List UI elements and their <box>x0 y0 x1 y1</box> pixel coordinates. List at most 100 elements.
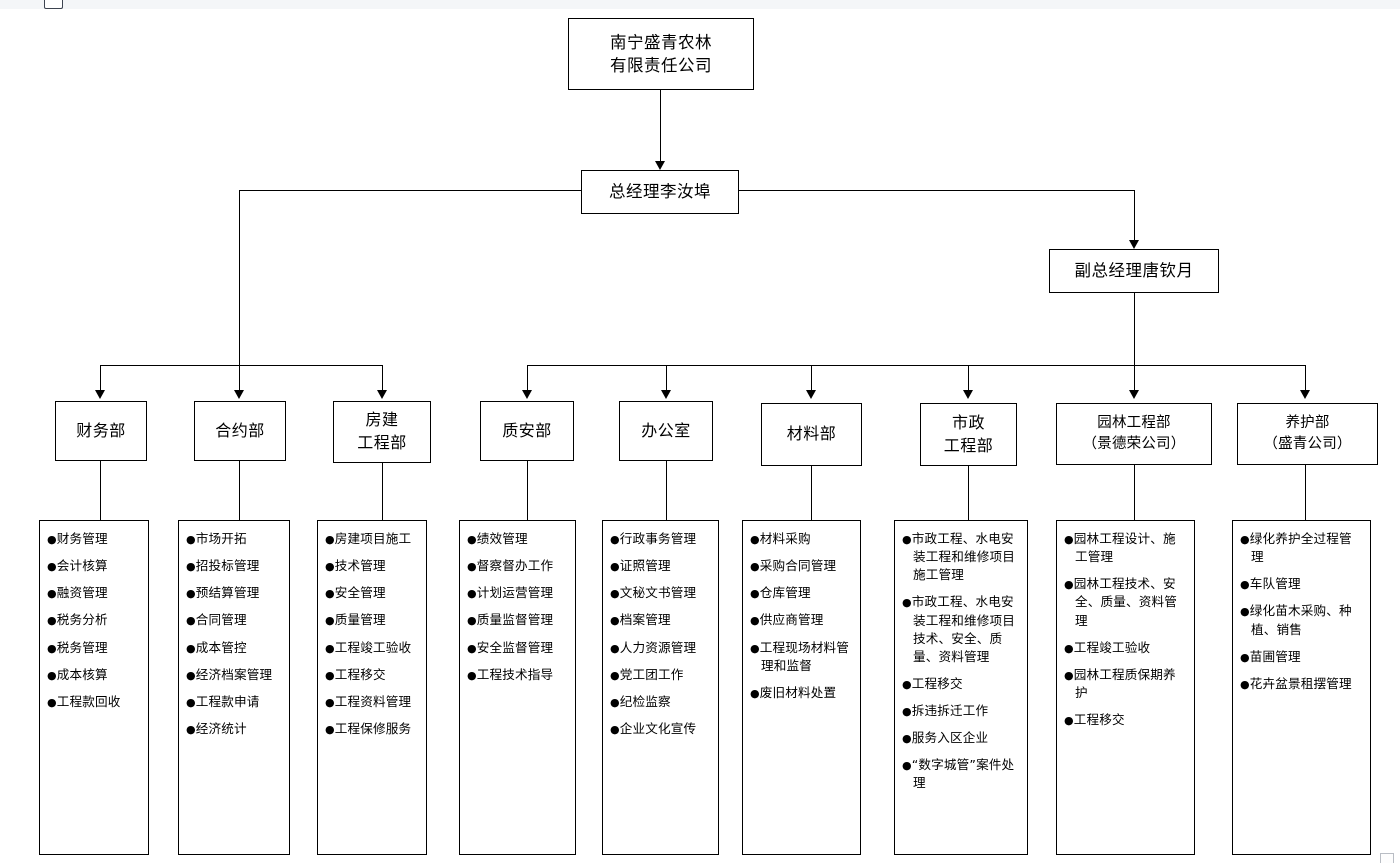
duty-item: ●材料采购 <box>750 531 811 546</box>
bullet-icon: ● <box>186 533 196 546</box>
bullet-icon: ● <box>325 614 335 628</box>
bullet-icon: ● <box>186 560 196 574</box>
bullet-icon: ● <box>186 722 196 736</box>
connector-dept-municipal-detail <box>968 466 970 520</box>
bullet-icon: ● <box>47 614 57 628</box>
bullet-icon: ● <box>1240 677 1250 691</box>
bullet-icon: ● <box>186 668 196 682</box>
bullet-icon: ● <box>325 560 335 574</box>
bullet-icon: ● <box>325 533 335 546</box>
bullet-icon: ● <box>1240 650 1250 664</box>
window-top-strip <box>0 0 1400 9</box>
resize-handle[interactable] <box>1380 853 1394 863</box>
dept-box-quality: 质安部 <box>480 401 574 461</box>
arrow-to-dept-maintenance <box>1300 390 1310 399</box>
bullet-icon: ● <box>47 641 57 655</box>
bullet-icon: ● <box>1240 605 1250 619</box>
duty-item: ●工程款申请 <box>186 693 260 709</box>
window-tab-stub[interactable] <box>44 0 63 9</box>
bullet-icon: ● <box>1064 641 1074 655</box>
bullet-icon: ● <box>610 641 620 655</box>
bus-right-stub-4 <box>968 365 970 393</box>
duty-item: ●工程竣工验收 <box>325 639 412 655</box>
connector-gm-left <box>239 190 582 192</box>
connector-company-to-gm <box>660 90 662 163</box>
duty-item: ●市场开拓 <box>186 531 247 546</box>
duty-item: ●绩效管理 <box>467 531 528 546</box>
bullet-icon: ● <box>1064 714 1074 727</box>
bullet-icon: ● <box>325 722 335 736</box>
duty-item: ●合同管理 <box>186 612 247 628</box>
duty-item: ●工程技术指导 <box>467 666 554 682</box>
dept-box-office: 办公室 <box>619 401 713 461</box>
duty-item: ●税务管理 <box>47 639 108 655</box>
bullet-icon: ● <box>750 686 760 700</box>
bullet-icon: ● <box>1240 578 1250 592</box>
bus-right-stub-6 <box>1305 365 1307 393</box>
duty-item: ●文秘文书管理 <box>610 585 697 601</box>
bullet-icon: ● <box>610 533 620 546</box>
duty-item: ●废旧材料处置 <box>750 684 837 700</box>
bullet-icon: ● <box>902 533 912 546</box>
arrow-to-dept-office <box>661 390 671 399</box>
connector-dept-contract-detail <box>239 461 241 520</box>
duty-item: ●成本管控 <box>186 639 247 655</box>
connector-deputy-drop <box>1134 293 1136 366</box>
duty-box-office: ●行政事务管理●证照管理●文秘文书管理●档案管理●人力资源管理●党工团工作●纪检… <box>602 520 719 855</box>
arrow-to-dept-landscape <box>1129 390 1139 399</box>
duty-item: ●招投标管理 <box>186 558 260 574</box>
duty-item: ●税务分析 <box>47 612 108 628</box>
bullet-icon: ● <box>325 641 335 655</box>
bullet-icon: ● <box>902 759 912 773</box>
duty-item: ●经济统计 <box>186 720 247 736</box>
duty-item: ●花卉盆景租摆管理 <box>1240 675 1352 691</box>
duty-item: ●人力资源管理 <box>610 639 697 655</box>
duty-item: ●市政工程、水电安装工程和维修项目技术、安全、质量、资料管理 <box>902 594 1015 664</box>
bullet-icon: ● <box>750 533 760 546</box>
bullet-icon: ● <box>1240 533 1250 546</box>
bullet-icon: ● <box>610 695 620 709</box>
duty-item: ●绿化苗木采购、种植、销售 <box>1240 603 1352 637</box>
duty-box-quality: ●绩效管理●督察督办工作●计划运营管理●质量监督管理●安全监督管理●工程技术指导 <box>459 520 576 855</box>
connector-dept-quality-detail <box>527 461 529 520</box>
bullet-icon: ● <box>750 641 760 655</box>
connector-dept-office-detail <box>666 461 668 520</box>
duty-box-materials: ●材料采购●采购合同管理●仓库管理●供应商管理●工程现场材料管理和监督●废旧材料… <box>742 520 861 855</box>
duty-item: ●行政事务管理 <box>610 531 697 546</box>
duty-box-finance: ●财务管理●会计核算●融资管理●税务分析●税务管理●成本核算●工程款回收 <box>39 520 149 855</box>
duty-item: ●工程现场材料管理和监督 <box>750 639 849 673</box>
duty-item: ●市政工程、水电安装工程和维修项目施工管理 <box>902 531 1015 583</box>
bullet-icon: ● <box>902 677 912 691</box>
bullet-icon: ● <box>467 560 477 574</box>
duty-item: ●会计核算 <box>47 558 108 574</box>
bus-right-stub-1 <box>527 365 529 393</box>
bullet-icon: ● <box>902 732 912 746</box>
duty-item: ●园林工程质保期养护 <box>1064 666 1176 700</box>
duty-list-building: ●房建项目施工●技术管理●安全管理●质量管理●工程竣工验收●工程移交●工程资料管… <box>325 530 420 738</box>
duty-item: ●“数字城管”案件处理 <box>902 757 1015 791</box>
bullet-icon: ● <box>1064 668 1074 682</box>
bullet-icon: ● <box>1064 578 1074 592</box>
window-bottom-strip <box>0 855 1400 865</box>
connector-dept-finance-detail <box>100 461 102 520</box>
bullet-icon: ● <box>467 587 477 601</box>
dept-box-maintenance: 养护部 （盛青公司） <box>1237 403 1378 465</box>
bullet-icon: ● <box>47 533 57 546</box>
bus-right-stub-2 <box>666 365 668 393</box>
duty-box-municipal: ●市政工程、水电安装工程和维修项目施工管理 ●市政工程、水电安装工程和维修项目技术… <box>894 520 1028 855</box>
bullet-icon: ● <box>750 614 760 628</box>
duty-item: ●预结算管理 <box>186 585 260 601</box>
duty-item: ●财务管理 <box>47 531 108 546</box>
duty-item: ●采购合同管理 <box>750 558 837 574</box>
arrow-to-dept-quality <box>522 390 532 399</box>
bullet-icon: ● <box>750 560 760 574</box>
bullet-icon: ● <box>186 587 196 601</box>
bullet-icon: ● <box>325 668 335 682</box>
bullet-icon: ● <box>186 641 196 655</box>
duty-item: ●质量监督管理 <box>467 612 554 628</box>
duty-item: ●苗圃管理 <box>1240 648 1301 664</box>
duty-list-municipal: ●市政工程、水电安装工程和维修项目施工管理 ●市政工程、水电安装工程和维修项目技术… <box>902 530 1021 793</box>
duty-item: ●供应商管理 <box>750 612 824 628</box>
bullet-icon: ● <box>186 695 196 709</box>
